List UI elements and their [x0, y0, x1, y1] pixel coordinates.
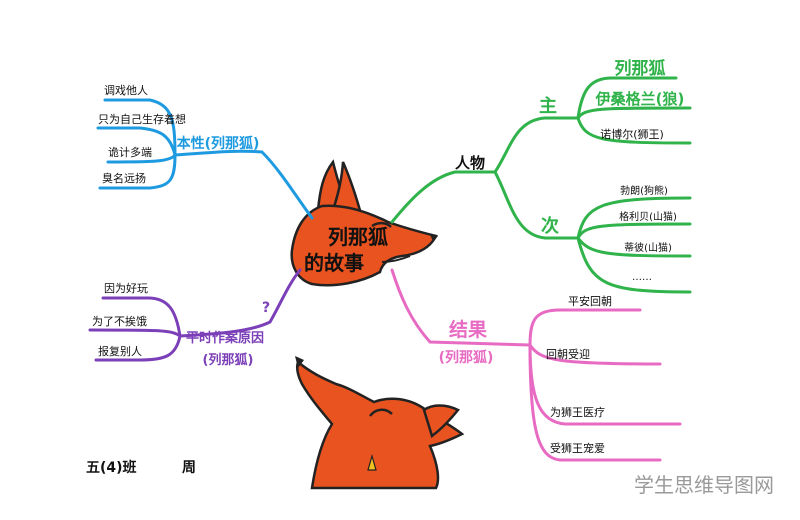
characters-minor-label: 次 — [541, 215, 559, 237]
reasons-title: 平时作案原因 — [186, 330, 264, 346]
characters-title: 人物 — [455, 154, 485, 172]
branch-nature — [96, 98, 314, 220]
branch-reasons — [88, 268, 302, 362]
reasons-question-marks: ? — [262, 300, 270, 316]
ending-item-1: 平安回朝 — [568, 294, 612, 308]
ending-title: 结果 — [449, 318, 487, 341]
branch-characters — [390, 76, 692, 294]
center-title-line2: 的故事 — [304, 251, 364, 275]
fox-body-illustration — [295, 356, 465, 490]
fox-head-illustration — [290, 159, 438, 287]
reasons-subtitle: (列那狐) — [203, 352, 254, 368]
nature-item-1: 调戏他人 — [104, 84, 148, 97]
signature-class: 五(4)班 — [86, 459, 137, 476]
nature-item-4: 臭名远扬 — [102, 171, 146, 185]
ending-item-2: 回朝受迎 — [546, 348, 590, 361]
minor-char-4: …… — [632, 272, 652, 283]
characters-main-label: 主 — [539, 95, 557, 117]
ending-item-4: 受狮王宠爱 — [550, 441, 605, 455]
main-char-1: 列那狐 — [615, 58, 666, 79]
main-char-2: 伊桑格兰(狼) — [595, 90, 685, 108]
watermark: 学生思维导图网 — [634, 473, 774, 497]
minor-char-1: 勃朗(狗熊) — [620, 184, 668, 197]
nature-title: 本性(列那狐) — [177, 135, 260, 152]
signature-name: 周 — [182, 460, 196, 476]
ending-subtitle: (列那狐) — [439, 349, 494, 366]
nature-item-2: 只为自己生存着想 — [98, 112, 186, 126]
branch-ending — [390, 268, 682, 462]
reason-item-1: 因为好玩 — [104, 281, 148, 295]
nature-item-3: 诡计多端 — [108, 145, 152, 159]
ending-item-3: 为狮王医疗 — [550, 405, 605, 419]
reason-item-3: 报复别人 — [98, 344, 142, 358]
minor-char-3: 蒂彼(山猫) — [624, 241, 672, 254]
center-title-line1: 列那狐 — [328, 225, 388, 249]
main-char-3: 诺博尔(狮王) — [600, 128, 664, 141]
minor-char-2: 格利贝(山猫) — [619, 210, 677, 223]
reason-item-2: 为了不挨饿 — [92, 314, 147, 328]
